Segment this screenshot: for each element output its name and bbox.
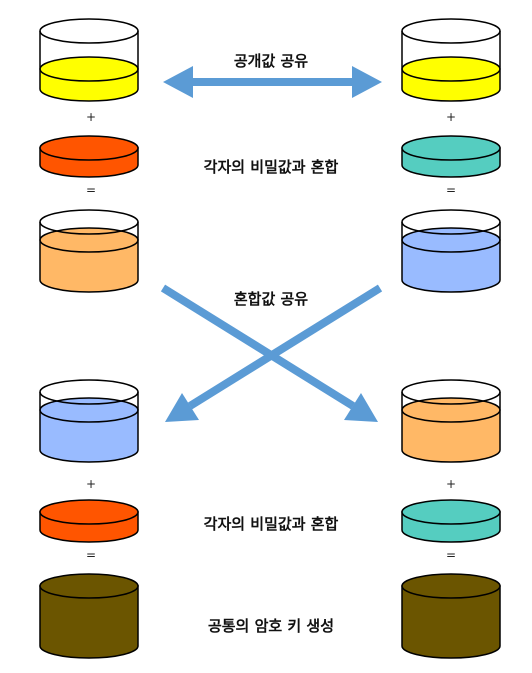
left-public-cup xyxy=(39,18,139,102)
right-secret-disc xyxy=(401,135,501,178)
right-plus-2: + xyxy=(445,477,457,491)
right-mixed-cup xyxy=(401,209,501,293)
left-key-cup xyxy=(39,573,139,659)
public-share-arrow xyxy=(163,66,382,98)
left-eq-1: = xyxy=(85,183,97,197)
right-received-cup xyxy=(401,379,501,463)
left-mixed-cup xyxy=(39,209,139,293)
right-plus-1: + xyxy=(445,110,457,124)
label-mix-secret-top: 각자의 비밀값과 혼합 xyxy=(203,158,339,176)
right-eq-1: = xyxy=(445,183,457,197)
left-received-cup xyxy=(39,379,139,463)
left-eq-2: = xyxy=(85,548,97,562)
right-key-cup xyxy=(401,573,501,659)
right-secret-disc-2 xyxy=(401,499,501,543)
label-common-key: 공통의 암호 키 생성 xyxy=(207,617,335,635)
label-mix-secret-bottom: 각자의 비밀값과 혼합 xyxy=(203,515,339,533)
label-share-mixed: 혼합값 공유 xyxy=(233,290,309,308)
cross-arrow-right-to-left xyxy=(165,284,383,422)
label-share-public: 공개값 공유 xyxy=(233,52,309,70)
left-plus-2: + xyxy=(85,477,97,491)
right-eq-2: = xyxy=(445,548,457,562)
cross-arrow-left-to-right xyxy=(160,284,378,422)
left-plus-1: + xyxy=(85,110,97,124)
left-secret-disc xyxy=(39,135,139,178)
right-public-cup xyxy=(401,18,501,102)
left-secret-disc-2 xyxy=(39,499,139,543)
